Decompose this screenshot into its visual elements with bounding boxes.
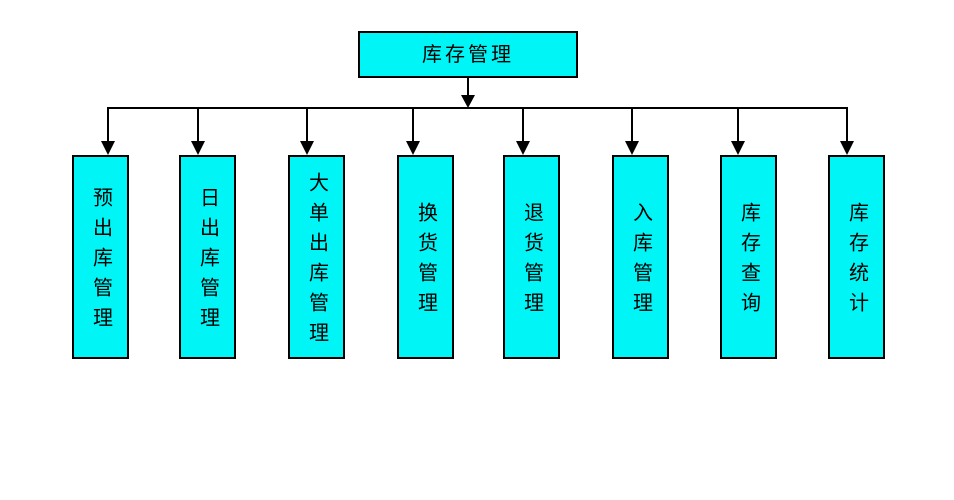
node-label: 日出库管理	[196, 187, 219, 337]
node-label: 换货管理	[414, 202, 437, 322]
node-return-management: 退货管理	[503, 155, 560, 359]
connector-arrow-5	[625, 107, 639, 155]
node-label: 库存查询	[737, 202, 760, 322]
node-label: 预出库管理	[89, 187, 112, 337]
node-daily-outbound-management: 日出库管理	[179, 155, 236, 359]
connector-arrow-4	[516, 107, 530, 155]
connector-arrow-2	[300, 107, 314, 155]
node-inventory-management: 库存管理	[358, 31, 578, 78]
node-exchange-management: 换货管理	[397, 155, 454, 359]
node-label: 退货管理	[520, 202, 543, 322]
node-pre-outbound-management: 预出库管理	[72, 155, 129, 359]
root-connector-arrow	[461, 78, 475, 108]
connector-arrow-7	[840, 107, 854, 155]
node-bulk-order-outbound-management: 大单出库管理	[288, 155, 345, 359]
node-label: 大单出库管理	[305, 172, 328, 352]
node-inventory-statistics: 库存统计	[828, 155, 885, 359]
node-label: 入库管理	[629, 202, 652, 322]
node-inventory-query: 库存查询	[720, 155, 777, 359]
connector-arrow-6	[731, 107, 745, 155]
node-label: 库存统计	[845, 202, 868, 322]
connector-arrow-0	[101, 107, 115, 155]
connector-arrow-3	[406, 107, 420, 155]
node-label: 库存管理	[422, 43, 514, 66]
connector-arrow-1	[191, 107, 205, 155]
node-inbound-management: 入库管理	[612, 155, 669, 359]
